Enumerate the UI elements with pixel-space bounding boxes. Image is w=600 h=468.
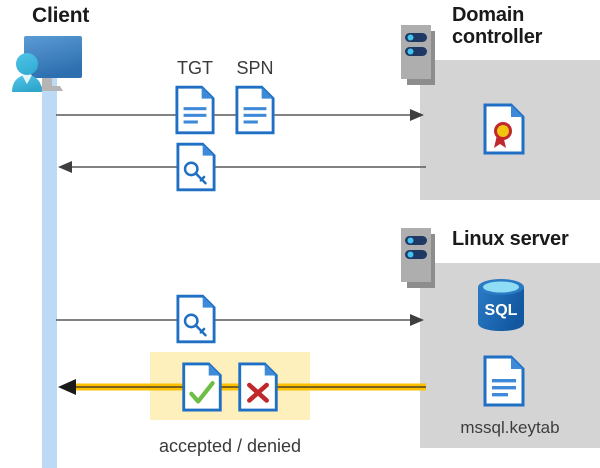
linux-server-icon	[399, 228, 441, 288]
message-ticket-response-arrow	[58, 160, 426, 174]
document-check-icon	[180, 362, 224, 412]
service-ticket-key-document-icon	[176, 142, 216, 192]
domain-controller-title: Domain controller	[452, 4, 600, 49]
domain-controller-server-icon	[399, 25, 441, 85]
domain-controller-title-line2: controller	[452, 26, 543, 49]
linux-server-title: Linux server	[452, 228, 569, 250]
spn-label: SPN	[236, 58, 274, 78]
certificate-document-icon	[483, 103, 525, 155]
message-request-arrow	[56, 108, 426, 122]
sql-label: SQL	[485, 302, 518, 319]
client-title: Client	[32, 4, 90, 27]
keytab-document-icon	[483, 355, 525, 407]
message-present-ticket-arrow	[56, 313, 426, 327]
document-x-icon	[236, 362, 280, 412]
client-lifeline	[42, 72, 57, 468]
sql-database-icon: SQL	[474, 277, 528, 333]
tgt-document-icon	[175, 85, 215, 135]
tgt-label: TGT	[177, 58, 213, 78]
domain-controller-title-line1: Domain	[452, 4, 525, 26]
spn-document-icon	[235, 85, 275, 135]
user-computer-icon	[8, 28, 92, 96]
keytab-label: mssql.keytab	[460, 418, 560, 437]
accepted-denied-caption: accepted / denied	[158, 436, 302, 456]
present-ticket-key-document-icon	[176, 294, 216, 344]
